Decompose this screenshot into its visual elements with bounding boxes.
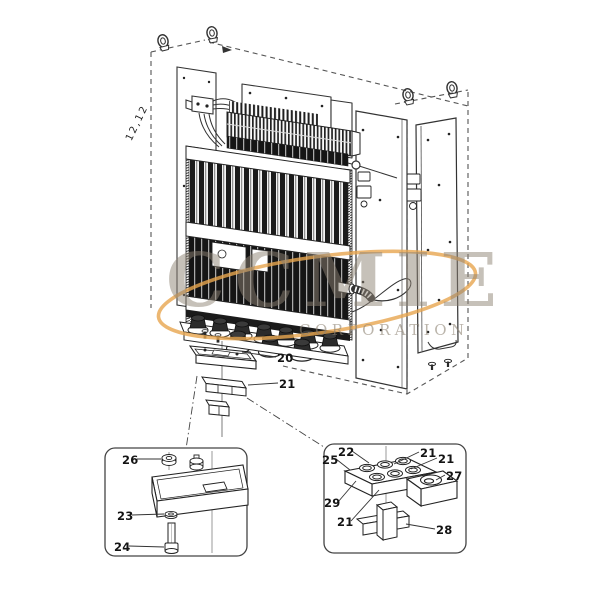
callout-21-right: 21: [438, 452, 455, 466]
leader-lines-main: [241, 351, 279, 386]
exploded-parts: [188, 329, 258, 437]
small-connector: [205, 399, 230, 417]
eyebolt-icon: [205, 25, 220, 44]
callout-29: 29: [324, 496, 341, 510]
watermark-swoosh: [156, 249, 478, 341]
callout-23: 23: [117, 509, 134, 523]
eyebolt-icon: [401, 87, 416, 107]
bolt-part-24: [164, 522, 179, 554]
conduit: [337, 278, 412, 313]
nut-part-26: [161, 454, 177, 466]
cross-part-28: [355, 501, 411, 542]
inset-left-box: [104, 447, 249, 557]
callout-21-main: 21: [279, 377, 296, 391]
leader-lines-right-inset: [335, 450, 446, 530]
grommet-ring: [351, 160, 361, 170]
rail-top: [185, 145, 351, 184]
callout-26: 26: [122, 453, 139, 467]
stud-nut: [189, 454, 204, 471]
far-right-panel: [405, 117, 459, 354]
callout-22: 22: [338, 445, 355, 459]
detail-leaders: [185, 375, 325, 450]
callout-28: 28: [436, 523, 453, 537]
eyebolt-icon: [445, 80, 460, 99]
wires: [198, 98, 247, 148]
junction-box: [185, 95, 214, 115]
terminal-teeth: [229, 101, 318, 127]
washer-part-23: [164, 510, 178, 520]
part-20-tray: [188, 345, 258, 370]
callout-21-top: 21: [420, 446, 437, 460]
inset-right-box: [323, 443, 467, 554]
tray-detail: [151, 464, 249, 518]
datum-arrow: [222, 46, 232, 53]
callout-20: 20: [277, 351, 294, 365]
rail-middle: [185, 221, 351, 261]
callout-21-bottom: 21: [337, 515, 354, 529]
latch-hardware: [356, 171, 372, 208]
end-block-part-27: [405, 470, 459, 508]
callout-25: 25: [322, 453, 339, 467]
leader-lines-left-inset: [128, 458, 165, 548]
part-21-block: [201, 376, 247, 397]
latch-hardware: [405, 173, 422, 210]
eyebolt-icon: [155, 32, 171, 53]
callout-24: 24: [114, 540, 131, 554]
callout-27: 27: [446, 469, 463, 483]
